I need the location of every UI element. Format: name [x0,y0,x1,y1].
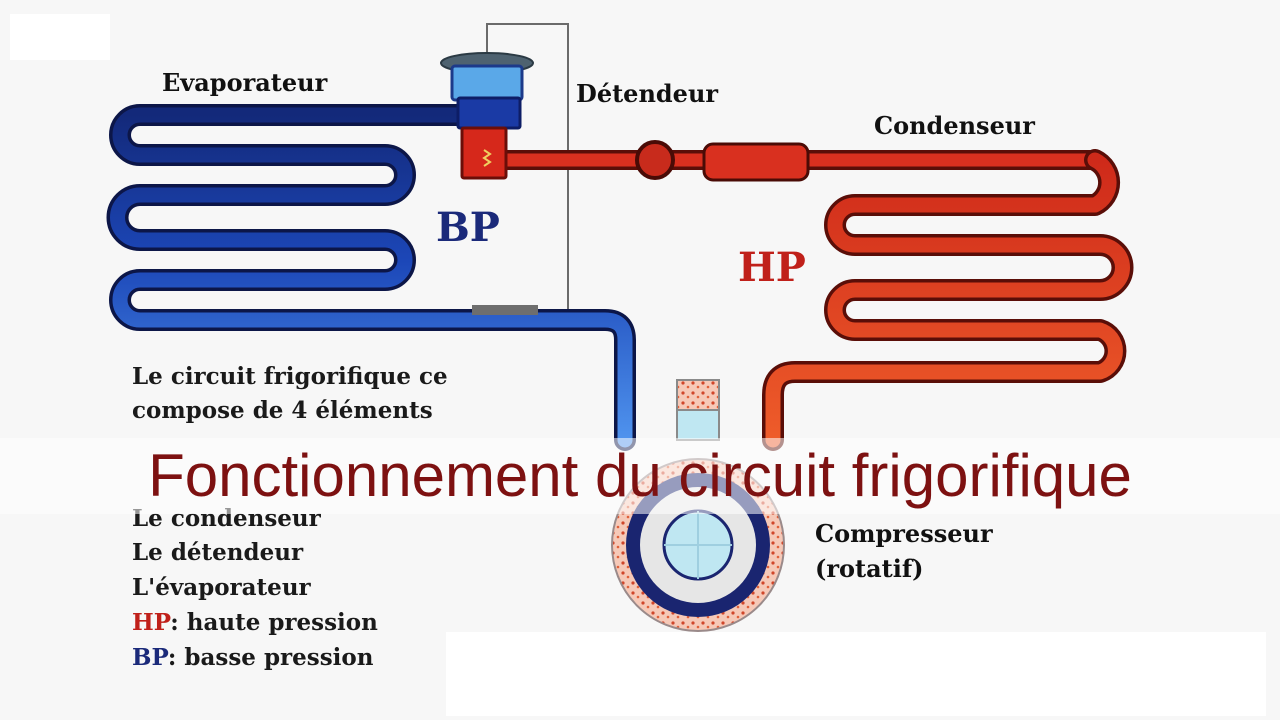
label-hp: HP [738,244,806,291]
condenser-coil [762,149,1134,451]
label-bp: BP [436,204,500,251]
desc-hp-abbr: HP [132,609,171,636]
white-patch-bottom [446,632,1266,716]
label-condenseur: Condenseur [874,111,1035,140]
desc-line-2: compose de 4 éléments [132,397,433,424]
desc-bp-line: BP: basse pression [132,644,373,671]
filter-drier [702,142,810,182]
desc-line-1: Le circuit frigorifique ce [132,363,448,390]
desc-bp-text: : basse pression [167,644,374,671]
label-rotatif: (rotatif) [815,554,924,583]
desc-line-4: Le détendeur [132,539,304,566]
title-band [0,438,1280,514]
liquid-line [490,140,1105,182]
desc-bp-abbr: BP [132,644,168,671]
white-patch-top-left [10,14,110,60]
label-compresseur: Compresseur [815,519,993,548]
sight-glass [635,140,675,180]
page-title: Fonctionnement du circuit frigorifique [148,442,1132,509]
desc-hp-line: HP: haute pression [132,609,378,636]
expansion-valve [440,52,534,180]
label-detendeur: Détendeur [576,79,719,108]
desc-hp-text: : haute pression [170,609,378,636]
evaporator-coil [106,104,636,451]
desc-line-5: L'évaporateur [132,574,311,601]
label-evaporateur: Evaporateur [162,68,328,97]
